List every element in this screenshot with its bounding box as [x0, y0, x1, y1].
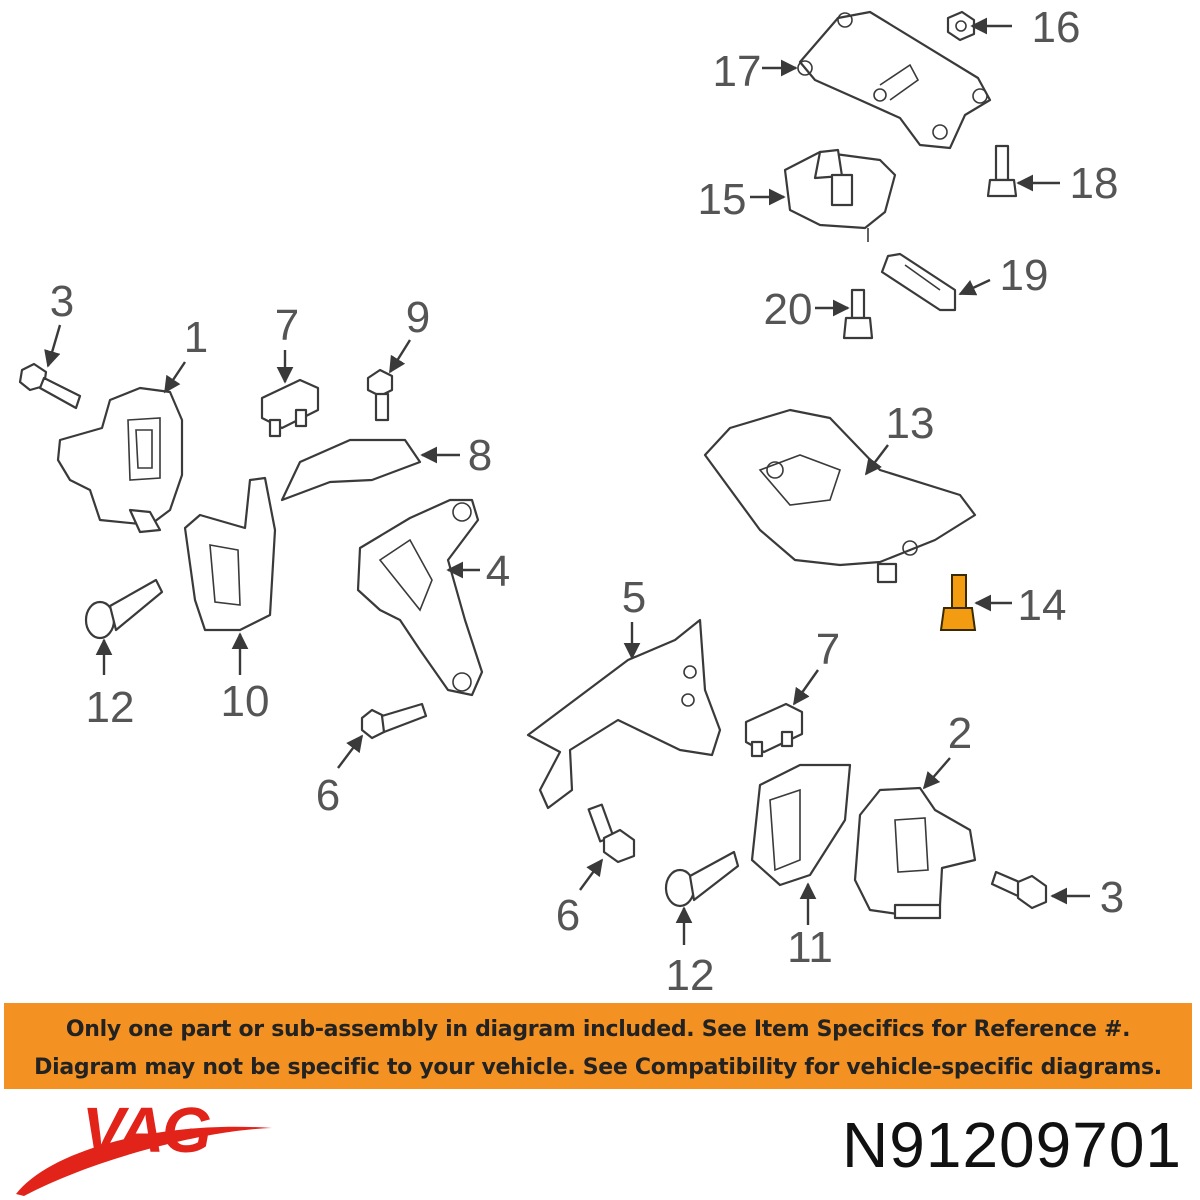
callout-label: 6	[556, 891, 580, 940]
logo-text: VAG	[82, 1094, 210, 1166]
vag-logo: VAG	[16, 1094, 272, 1196]
callout-label: 4	[486, 547, 510, 596]
callout-labels: 1 2 3 3 4 5 6 6 7 7 8 9 10 11 12 12 13 1…	[50, 3, 1124, 1000]
part-5-bracket	[526, 618, 722, 810]
disclaimer-line-1: Only one part or sub-assembly in diagram…	[65, 1017, 1131, 1042]
callout-label: 5	[622, 573, 646, 622]
part-12-bolt-left	[84, 578, 164, 640]
callout-label: 14	[1018, 581, 1067, 630]
part-19-bracket	[880, 252, 957, 312]
part-16-nut	[946, 10, 976, 42]
part-number: N91209701	[842, 1109, 1182, 1181]
leader-arrows	[44, 17, 1090, 945]
part-4-arm	[356, 498, 484, 697]
callout-label: 7	[275, 301, 299, 350]
part-10-bracket	[183, 476, 277, 632]
callout-label: 20	[764, 285, 813, 334]
part-6-bolt-lower	[587, 803, 636, 864]
part-7-damper-top	[260, 378, 320, 438]
disclaimer-line-2: Diagram may not be specific to your vehi…	[34, 1055, 1162, 1080]
part-1-mount-left	[56, 386, 184, 534]
part-9-bolt	[366, 368, 394, 422]
callout-label: 15	[698, 175, 747, 224]
parts-diagram: 1 2 3 3 4 5 6 6 7 7 8 9 10 11 12 12 13 1…	[18, 3, 1124, 1000]
part-12-bolt-lower	[664, 850, 740, 908]
callout-label: 10	[221, 677, 270, 726]
logo-swoosh	[16, 1126, 272, 1196]
callout-label: 1	[184, 313, 208, 362]
part-15-mount	[783, 148, 897, 242]
disclaimer-banner: Only one part or sub-assembly in diagram…	[4, 1003, 1192, 1089]
callout-label: 18	[1070, 159, 1119, 208]
part-11-bracket	[750, 763, 852, 887]
callout-label: 6	[316, 771, 340, 820]
part-18-bolt	[986, 144, 1018, 198]
part-2-mount-right	[853, 786, 977, 920]
callout-label: 2	[948, 709, 972, 758]
part-20-bolt	[842, 288, 874, 340]
part-8-heat-shield	[280, 438, 422, 502]
part-13-carrier	[703, 408, 977, 584]
callout-label: 11	[787, 923, 833, 972]
callout-label: 17	[713, 47, 762, 96]
callout-label: 16	[1032, 3, 1081, 52]
part-6-bolt-upper	[360, 702, 428, 740]
callout-label: 9	[406, 293, 430, 342]
callout-label: 19	[1000, 251, 1049, 300]
callout-label: 12	[86, 683, 135, 732]
callout-label: 3	[1100, 873, 1124, 922]
part-3-bolt-left	[18, 362, 82, 410]
part-14-bolt-highlighted	[939, 574, 977, 631]
callout-label: 12	[666, 951, 715, 1000]
callout-label: 3	[50, 277, 74, 326]
callout-label: 13	[886, 399, 935, 448]
callout-label: 8	[468, 431, 492, 480]
part-3-bolt-right	[990, 870, 1048, 910]
callout-label: 7	[816, 625, 840, 674]
part-17-crossmember	[797, 10, 992, 150]
part-7-damper-lower	[744, 702, 804, 758]
